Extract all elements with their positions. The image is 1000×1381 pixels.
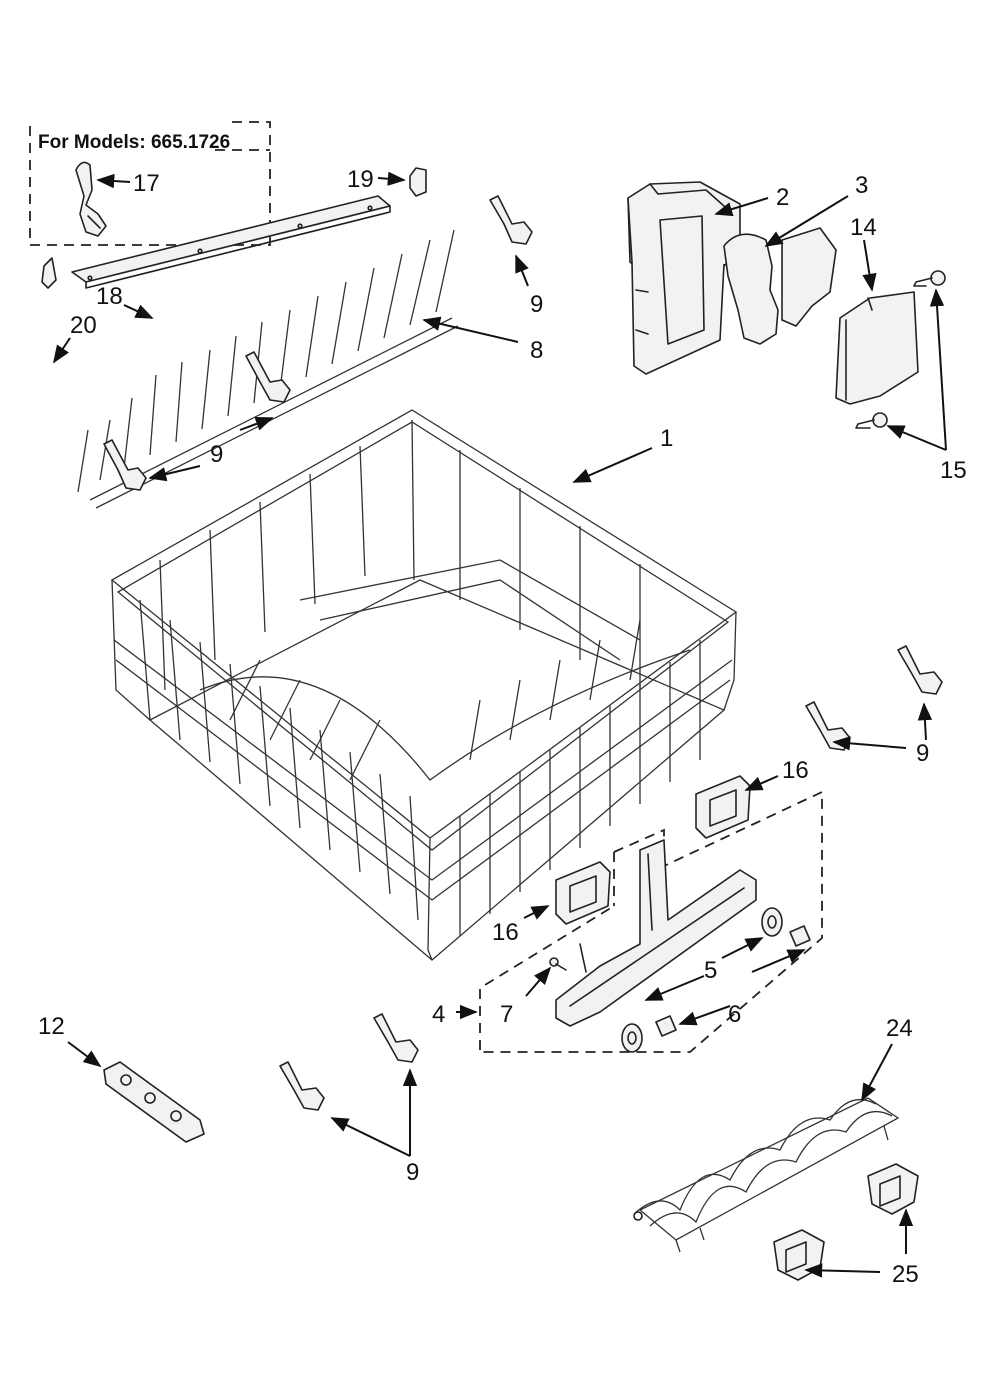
leader-9-right-a <box>917 702 933 741</box>
callout-25: 25 <box>892 1261 919 1288</box>
part-1-upper-rack <box>110 409 738 961</box>
callout-5: 5 <box>704 957 717 984</box>
part-20-end-cap <box>41 257 57 289</box>
callout-7: 7 <box>500 1001 513 1028</box>
leader-6-a <box>751 949 806 973</box>
leader-5-b <box>644 975 705 1001</box>
leader-16-upper <box>744 775 779 791</box>
part-19-end-cap <box>409 167 427 197</box>
leader-7 <box>525 966 552 997</box>
part-16-clip-upper <box>695 775 751 839</box>
leader-6-b <box>678 1005 731 1026</box>
leader-2 <box>714 197 769 217</box>
part-17-clip <box>75 161 107 237</box>
part-18-rail <box>71 195 391 289</box>
model-note-label: For Models: 665.1726 <box>38 132 230 153</box>
part-9-clip-tine-right <box>245 351 291 403</box>
leader-3 <box>764 195 849 247</box>
callout-17: 17 <box>133 170 160 197</box>
callout-3: 3 <box>855 172 868 199</box>
part-3-diverter <box>723 227 837 345</box>
part-15-screws <box>855 270 946 429</box>
callout-19: 19 <box>347 166 374 193</box>
callout-24: 24 <box>886 1015 913 1042</box>
leader-5-a <box>721 937 764 959</box>
leader-9-bottom-b <box>330 1117 411 1157</box>
leader-16-lower <box>523 905 550 920</box>
leader-25-b <box>804 1263 881 1278</box>
leader-14 <box>862 239 877 292</box>
part-12-stop-bracket <box>103 1061 205 1143</box>
callout-9-bottom: 9 <box>406 1159 419 1186</box>
leader-15-b <box>886 425 947 451</box>
part-8-tine-row <box>77 229 459 509</box>
leader-9-right-b <box>832 736 907 751</box>
callout-16-lower: 16 <box>492 919 519 946</box>
leader-9-tine-b <box>239 416 274 431</box>
callout-16-upper: 16 <box>782 757 809 784</box>
part-24-cup-shelf <box>633 1097 900 1253</box>
leader-19 <box>377 171 406 186</box>
part-14-cover <box>835 291 919 405</box>
part-9-clip-tine-left <box>103 439 147 491</box>
part-9-clip-bottom-a <box>373 1013 419 1063</box>
leader-8 <box>422 316 519 343</box>
callout-2: 2 <box>776 184 789 211</box>
leader-1 <box>572 447 653 483</box>
callout-9-top: 9 <box>530 291 543 318</box>
part-9-clip-top <box>489 195 533 245</box>
callout-15: 15 <box>940 457 967 484</box>
callout-9-right: 9 <box>916 740 929 767</box>
part-16-clip-lower <box>555 861 611 925</box>
callout-1: 1 <box>660 425 673 452</box>
leader-24 <box>861 1043 893 1102</box>
part-5-wheels <box>621 907 783 1053</box>
leader-18 <box>123 304 154 319</box>
callout-8: 8 <box>530 337 543 364</box>
leader-9-tine-a <box>148 465 201 482</box>
part-25-clip-lower <box>773 1229 825 1281</box>
part-9-clip-bottom-b <box>279 1061 325 1111</box>
leader-9-top <box>515 254 529 287</box>
callout-20: 20 <box>70 312 97 339</box>
part-2-manifold <box>627 181 741 375</box>
callout-12: 12 <box>38 1013 65 1040</box>
part-7-pin <box>549 957 567 971</box>
part-9-clip-right-a <box>897 645 943 695</box>
leader-15-a <box>929 288 947 451</box>
part-25-clip-upper <box>867 1163 919 1215</box>
callout-14: 14 <box>850 214 877 241</box>
part-6-axles <box>655 925 811 1037</box>
callout-18: 18 <box>96 283 123 310</box>
track-assembly-box <box>479 790 823 1053</box>
model-note-box: For Models: 665.1726 17 <box>29 121 271 246</box>
leader-20 <box>53 337 71 364</box>
callout-6: 6 <box>728 1001 741 1028</box>
part-4-track <box>555 839 757 1027</box>
leader-17 <box>96 173 131 189</box>
callout-4: 4 <box>432 1001 445 1028</box>
callout-9-tine: 9 <box>210 441 223 468</box>
leader-12 <box>67 1041 102 1068</box>
